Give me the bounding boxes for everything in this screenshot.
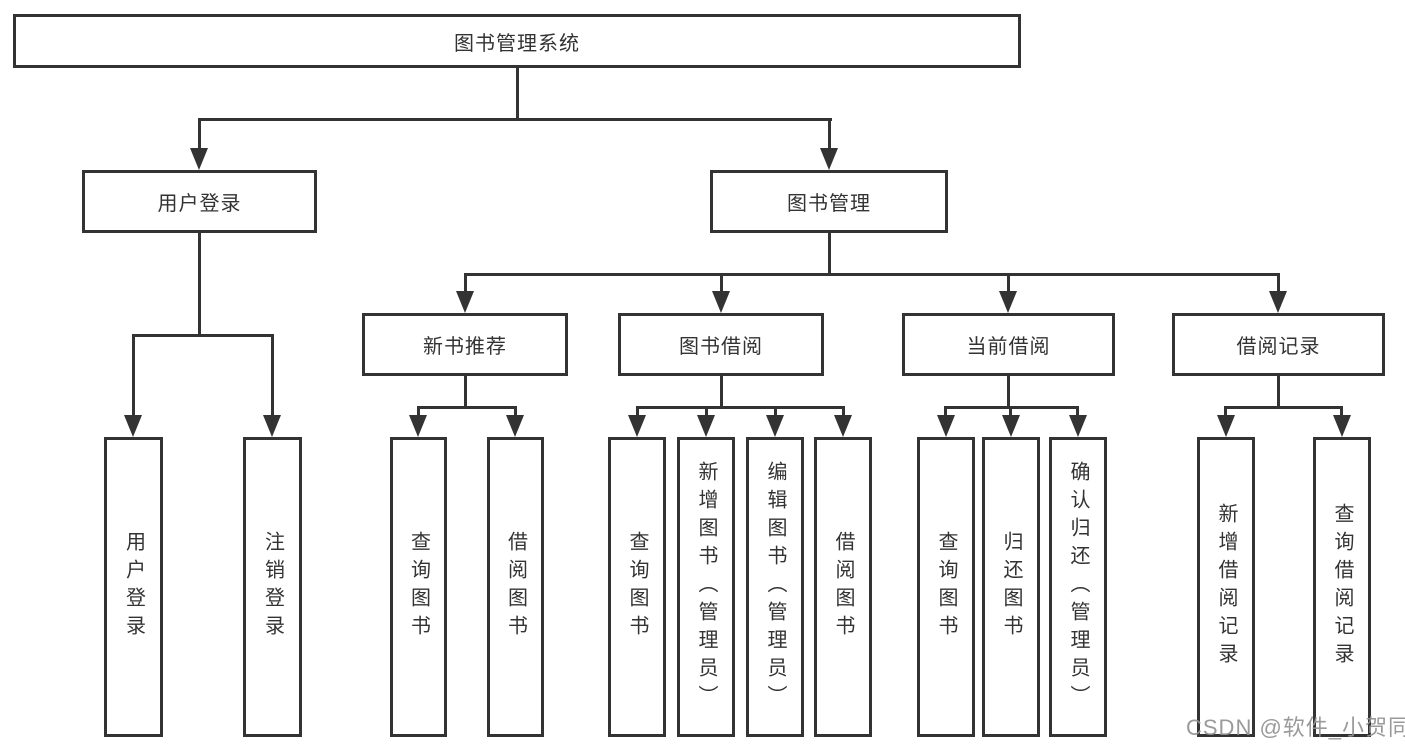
leaf-label: 查询图书: [407, 531, 430, 643]
leaf-logout: 注销登录: [243, 437, 302, 737]
node-label: 当前借阅: [966, 336, 1051, 358]
node-book-borrowing: 图书借阅: [618, 313, 824, 376]
connector-line: [198, 233, 201, 337]
node-label: 图书管理: [787, 193, 871, 215]
arrowhead-down-icon: [697, 415, 715, 437]
leaf-label: 借阅图书: [504, 531, 527, 643]
node-book-management: 图书管理: [710, 170, 948, 233]
connector-line: [1277, 376, 1280, 409]
node-borrowing-records: 借阅记录: [1172, 313, 1385, 376]
leaf-edit-book-admin: 编辑图书（管理员）: [746, 437, 804, 737]
node-label: 借阅记录: [1236, 336, 1321, 358]
connector-line: [636, 406, 845, 409]
leaf-label: 归还图书: [1000, 531, 1022, 643]
leaf-label: 新增图书（管理员）: [695, 461, 717, 713]
leaf-label: 确认归还（管理员）: [1067, 461, 1089, 713]
connector-line: [271, 334, 274, 425]
leaf-query-books-recommend: 查询图书: [390, 437, 447, 737]
node-new-book-recommend: 新书推荐: [362, 313, 568, 376]
node-label: 新书推荐: [423, 336, 507, 358]
connector-line: [1007, 273, 1010, 301]
arrowhead-down-icon: [506, 415, 524, 437]
arrowhead-down-icon: [999, 291, 1017, 313]
node-current-borrowing: 当前借阅: [902, 313, 1115, 376]
leaf-add-borrow-record: 新增借阅记录: [1197, 437, 1255, 737]
connector-line: [464, 273, 1280, 276]
arrowhead-down-icon: [1217, 415, 1235, 437]
connector-line: [720, 273, 723, 301]
connector-line: [417, 406, 517, 409]
arrowhead-down-icon: [263, 415, 281, 437]
connector-line: [464, 376, 467, 409]
arrowhead-down-icon: [820, 148, 838, 170]
leaf-add-book-admin: 新增图书（管理员）: [677, 437, 735, 737]
leaf-borrow-books-recommend: 借阅图书: [487, 437, 544, 737]
leaf-return-books: 归还图书: [982, 437, 1040, 737]
connector-line: [516, 68, 519, 121]
connector-line: [1007, 376, 1010, 409]
node-label: 用户登录: [157, 193, 242, 215]
arrowhead-down-icon: [124, 415, 142, 437]
leaf-user-login: 用户登录: [104, 437, 163, 737]
arrowhead-down-icon: [834, 415, 852, 437]
node-label: 图书管理系统: [454, 32, 580, 55]
connector-line: [828, 118, 831, 160]
arrowhead-down-icon: [456, 291, 474, 313]
leaf-label: 新增借阅记录: [1215, 503, 1237, 671]
connector-line: [720, 376, 723, 409]
leaf-label: 查询图书: [626, 531, 648, 643]
leaf-label: 注销登录: [261, 531, 284, 643]
leaf-label: 用户登录: [122, 531, 145, 643]
arrowhead-down-icon: [1002, 415, 1020, 437]
arrowhead-down-icon: [766, 415, 784, 437]
arrowhead-down-icon: [409, 415, 427, 437]
node-user-login: 用户登录: [82, 170, 317, 233]
connector-line: [828, 233, 831, 276]
connector-line: [132, 334, 274, 337]
arrowhead-down-icon: [190, 148, 208, 170]
csdn-watermark: CSDN @软件_小贺同学: [1186, 715, 1405, 740]
arrowhead-down-icon: [628, 415, 646, 437]
arrowhead-down-icon: [712, 291, 730, 313]
connector-line: [1277, 273, 1280, 301]
connector-line: [132, 334, 135, 425]
leaf-label: 借阅图书: [832, 531, 854, 643]
connector-line: [198, 118, 201, 160]
leaf-label: 编辑图书（管理员）: [764, 461, 786, 713]
leaf-label: 查询图书: [935, 531, 957, 643]
leaf-label: 查询借阅记录: [1331, 503, 1353, 671]
arrowhead-down-icon: [1269, 291, 1287, 313]
connector-line: [198, 118, 832, 121]
connector-line: [1224, 406, 1343, 409]
leaf-confirm-return-admin: 确认归还（管理员）: [1049, 437, 1107, 737]
connector-line: [464, 273, 467, 301]
leaf-query-borrow-record: 查询借阅记录: [1313, 437, 1371, 737]
node-label: 图书借阅: [679, 336, 763, 358]
node-library-management-system: 图书管理系统: [13, 14, 1021, 68]
arrowhead-down-icon: [1333, 415, 1351, 437]
leaf-borrow-books-borrowing: 借阅图书: [814, 437, 872, 737]
leaf-query-books-borrowing: 查询图书: [608, 437, 666, 737]
leaf-query-books-current: 查询图书: [917, 437, 975, 737]
arrowhead-down-icon: [1069, 415, 1087, 437]
arrowhead-down-icon: [937, 415, 955, 437]
